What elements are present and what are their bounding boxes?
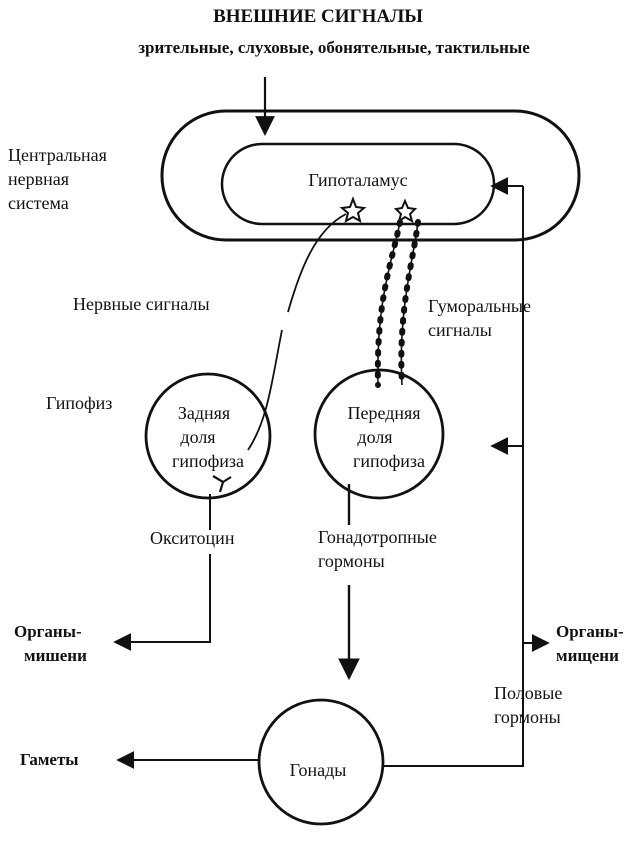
nerve-axon-line — [247, 213, 347, 451]
gonads-label: Гонады — [290, 760, 347, 780]
posterior-pituitary-circle — [144, 372, 272, 500]
cns-label-line2: нервная — [8, 169, 69, 189]
hypothalamus-label: Гипоталамус — [308, 170, 407, 190]
sex-hormones-feedback-line — [383, 186, 524, 767]
cns-label-line3: система — [8, 193, 69, 213]
anterior-label-line3: гипофиза — [353, 451, 425, 471]
portal-vessel-left-beads — [374, 219, 403, 388]
portal-vessel-right-beads — [398, 219, 421, 388]
posterior-label-line1: Задняя — [178, 403, 230, 423]
portal-vessel-right — [400, 221, 419, 386]
sex-hormones-label-line2: гормоны — [494, 707, 561, 727]
oxytocin-arrow — [113, 554, 211, 651]
sex-hormones-label-line1: Половые — [494, 683, 562, 703]
cns-capsule — [160, 109, 581, 242]
neuron-body-icon — [339, 196, 367, 224]
anterior-label-line2: доля — [357, 427, 392, 447]
gonadotropic-label-line2: гормоны — [318, 551, 385, 571]
anterior-label-line1: Передняя — [347, 403, 420, 423]
cns-label-line1: Центральная — [8, 145, 107, 165]
gonads-circle — [257, 698, 385, 826]
posterior-label-line3: гипофиза — [172, 451, 244, 471]
targets-left-label-line1: Органы- — [14, 622, 82, 641]
oxytocin-label: Окситоцин — [150, 528, 235, 548]
targets-left-label-line2: мишени — [24, 646, 87, 665]
pituitary-label: Гипофиз — [46, 393, 112, 413]
gonadotropic-label-line1: Гонадотропные — [318, 527, 437, 547]
posterior-label-line2: доля — [180, 427, 215, 447]
targets-right-label-line1: Органы- — [556, 622, 624, 641]
diagram-title: ВНЕШНИЕ СИГНАЛЫ — [213, 6, 423, 27]
portal-vessel-left — [377, 221, 401, 386]
neurosecretory-cell-icon — [393, 198, 418, 224]
targets-right-label-line2: мищени — [556, 646, 619, 665]
axon-terminal-icon — [212, 475, 232, 493]
nerve-signals-label: Нервные сигналы — [73, 294, 210, 314]
diagram-subtitle: зрительные, слуховые, обонятельные, такт… — [138, 38, 530, 57]
anterior-pituitary-circle — [313, 368, 445, 500]
gametes-label: Гаметы — [20, 750, 79, 769]
humoral-signals-label-line1: Гуморальные — [428, 296, 531, 316]
humoral-signals-label-line2: сигналы — [428, 320, 492, 340]
